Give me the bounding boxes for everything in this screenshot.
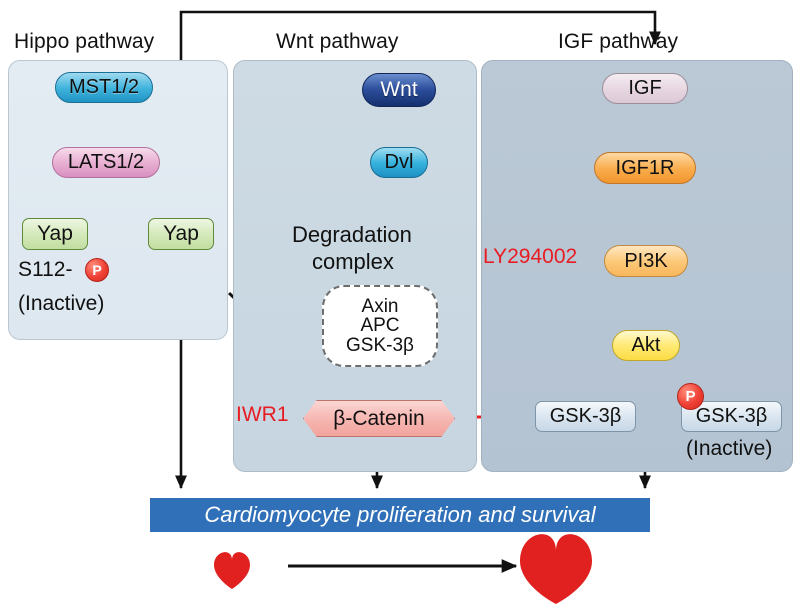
degradation-member-axin: Axin	[361, 295, 399, 317]
node-igf1r[interactable]: IGF1R	[594, 152, 696, 184]
pathway-title-igf: IGF pathway	[558, 30, 679, 53]
node-beta-catenin[interactable]: β-Catenin	[303, 400, 455, 437]
panel-hippo-pathway	[8, 60, 228, 340]
label-s112-phospho: S112-	[18, 258, 73, 281]
node-gsk3b-active[interactable]: GSK-3β	[535, 401, 636, 432]
node-pi3k[interactable]: PI3K	[604, 245, 688, 277]
node-lats1-2[interactable]: LATS1/2	[52, 147, 160, 178]
node-dvl[interactable]: Dvl	[370, 147, 428, 178]
node-gsk3b-inactive[interactable]: GSK-3β	[681, 401, 782, 432]
degradation-member-apc: APC	[360, 315, 400, 337]
label-degradation-complex-line1: Degradation	[292, 222, 412, 247]
node-yap-inactive[interactable]: Yap	[22, 218, 88, 250]
node-wnt[interactable]: Wnt	[362, 73, 436, 107]
phospho-circle-yap: P	[85, 258, 109, 282]
label-gsk3b-inactive: (Inactive)	[686, 437, 773, 460]
node-mst1-2[interactable]: MST1/2	[55, 72, 153, 103]
node-degradation-complex[interactable]: Axin APC GSK-3β	[322, 285, 438, 367]
label-yap-inactive: (Inactive)	[18, 292, 105, 315]
heart-icon-large	[520, 534, 592, 604]
pathway-title-hippo: Hippo pathway	[14, 30, 155, 53]
outcome-graphics	[214, 534, 592, 604]
phospho-circle-gsk3b: P	[677, 383, 704, 410]
outcome-banner-text: Cardiomyocyte proliferation and survival	[204, 502, 596, 527]
degradation-member-gsk3b: GSK-3β	[346, 334, 414, 356]
outcome-banner: Cardiomyocyte proliferation and survival	[150, 498, 650, 532]
heart-icon-small	[214, 552, 250, 589]
node-yap-active[interactable]: Yap	[148, 218, 214, 250]
label-degradation-complex-line2: complex	[312, 249, 394, 274]
label-inhibitor-iwr1[interactable]: IWR1	[236, 403, 289, 426]
pathway-title-wnt: Wnt pathway	[276, 30, 399, 53]
label-inhibitor-ly294002[interactable]: LY294002	[483, 245, 578, 268]
node-akt[interactable]: Akt	[612, 330, 680, 361]
node-igf[interactable]: IGF	[602, 73, 688, 104]
